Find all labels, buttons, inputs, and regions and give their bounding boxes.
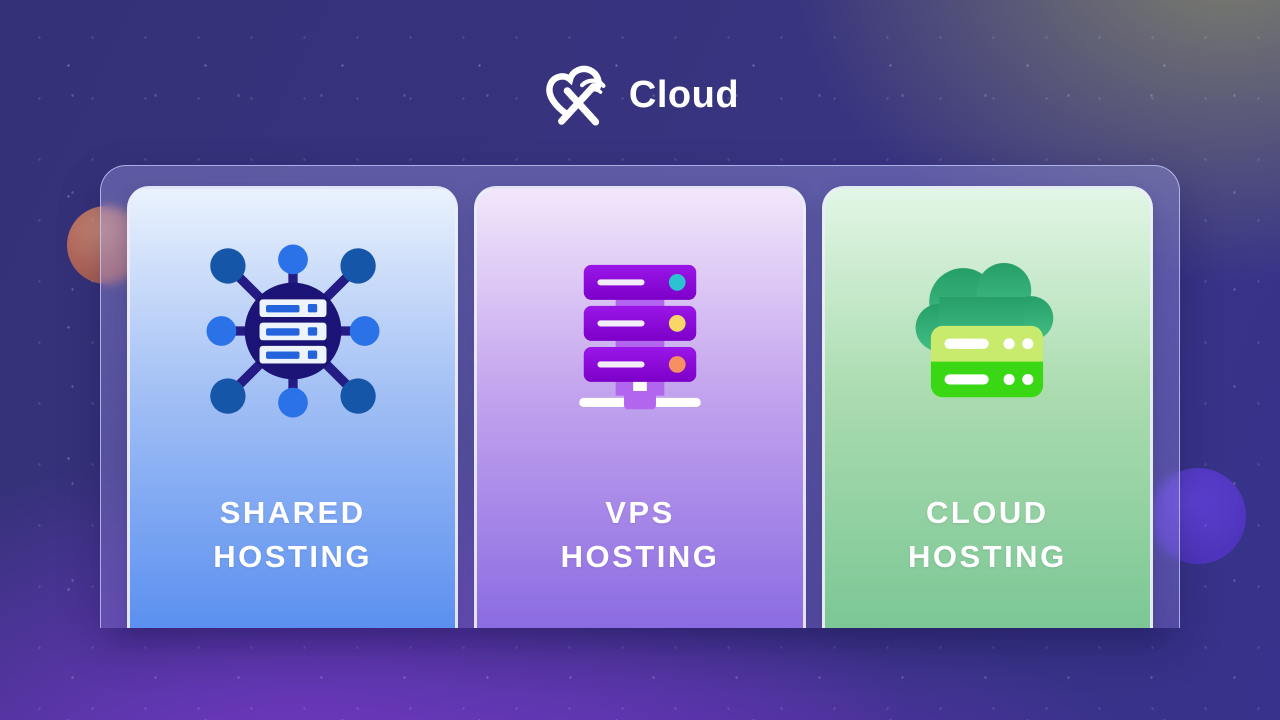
logo: Cloud	[0, 54, 1280, 136]
card-title-line1: CLOUD	[925, 495, 1049, 530]
card-title-line1: VPS	[605, 495, 675, 530]
card-title: CLOUD HOSTING	[908, 491, 1067, 579]
card-vps-hosting[interactable]: VPS HOSTING	[474, 186, 806, 628]
card-title-line2: HOSTING	[560, 539, 720, 574]
card-cloud-hosting[interactable]: CLOUD HOSTING	[821, 186, 1153, 628]
logo-text: Cloud	[628, 73, 740, 116]
xcloud-logo-icon	[541, 58, 619, 132]
card-title: VPS HOSTING	[561, 491, 720, 579]
network-server-icon	[200, 235, 386, 427]
card-title-line1: SHARED	[219, 495, 366, 530]
cloud-server-icon	[902, 235, 1072, 427]
server-rack-icon	[564, 235, 716, 427]
card-title: SHARED HOSTING	[213, 491, 372, 579]
card-title-line2: HOSTING	[213, 539, 373, 574]
hosting-panel: SHARED HOSTING	[100, 165, 1180, 628]
card-title-line2: HOSTING	[907, 539, 1067, 574]
card-shared-hosting[interactable]: SHARED HOSTING	[127, 186, 459, 628]
